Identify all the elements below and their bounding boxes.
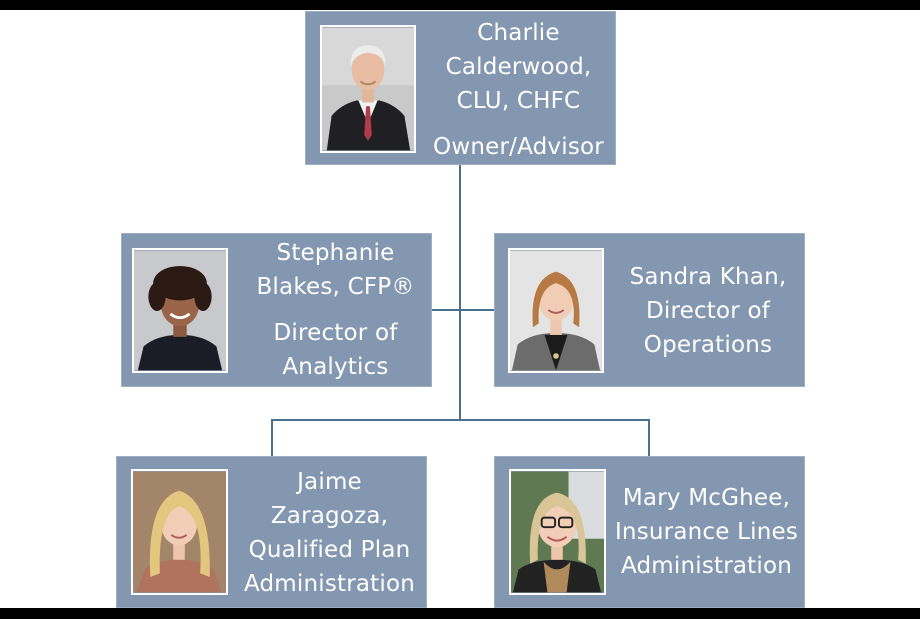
staff-left-text: Jaime Zaragoza, Qualified Plan Administr… xyxy=(231,465,428,601)
director-left-title-line-2: Analytics xyxy=(282,354,389,380)
staff-left-line-1: Jaime xyxy=(297,469,362,495)
director-right-text: Sandra Khan, Director of Operations xyxy=(613,260,803,362)
connector-staff-horizontal xyxy=(271,419,650,421)
owner-name-line-2: Calderwood, xyxy=(445,54,592,80)
owner-name-line-3: CLU, CHFC xyxy=(456,88,581,114)
owner-name-line-1: Charlie xyxy=(477,20,560,46)
director-right-photo xyxy=(508,248,604,373)
portrait-woman-gray-blonde-hair-glasses-icon xyxy=(511,471,604,593)
top-border-bar xyxy=(0,0,920,10)
owner-photo xyxy=(320,25,416,153)
staff-right-line-1: Mary McGhee, xyxy=(622,485,791,511)
connector-staff-left xyxy=(271,419,273,456)
staff-right-line-3: Administration xyxy=(620,553,793,579)
staff-left-line-2: Zaragoza, xyxy=(270,503,389,529)
staff-left-line-3: Qualified Plan xyxy=(248,537,411,563)
org-node-owner: Charlie Calderwood, CLU, CHFC Owner/Advi… xyxy=(305,11,616,165)
director-right-line-2: Director of xyxy=(645,298,771,324)
director-left-title-line-1: Director of xyxy=(273,320,398,346)
org-node-director-right: Sandra Khan, Director of Operations xyxy=(494,233,805,387)
director-left-name-line-2: Blakes, CFP® xyxy=(256,274,415,300)
owner-title: Owner/Advisor xyxy=(433,134,604,160)
portrait-woman-dark-curly-hair-icon xyxy=(134,250,226,371)
bottom-border-bar xyxy=(0,608,920,619)
director-left-text: Stephanie Blakes, CFP® Director of Analy… xyxy=(238,236,433,384)
staff-right-photo xyxy=(509,469,606,595)
owner-text: Charlie Calderwood, CLU, CHFC Owner/Advi… xyxy=(420,16,617,164)
org-node-staff-left: Jaime Zaragoza, Qualified Plan Administr… xyxy=(116,456,427,608)
staff-left-line-4: Administration xyxy=(243,571,416,597)
connector-trunk xyxy=(459,165,461,420)
connector-directors xyxy=(432,309,494,311)
staff-right-line-2: Insurance Lines xyxy=(614,519,799,545)
director-right-line-1: Sandra Khan, xyxy=(629,264,787,290)
director-right-line-3: Operations xyxy=(643,332,773,358)
director-left-name-line-1: Stephanie xyxy=(276,240,395,266)
connector-staff-right xyxy=(648,419,650,456)
portrait-woman-blonde-hair-icon xyxy=(133,471,226,593)
director-left-photo xyxy=(132,248,228,373)
staff-right-text: Mary McGhee, Insurance Lines Administrat… xyxy=(607,481,806,583)
org-node-staff-right: Mary McGhee, Insurance Lines Administrat… xyxy=(494,456,805,608)
org-node-director-left: Stephanie Blakes, CFP® Director of Analy… xyxy=(121,233,432,387)
portrait-man-gray-hair-suit-icon xyxy=(322,27,414,151)
staff-left-photo xyxy=(131,469,228,595)
portrait-woman-auburn-hair-houndstooth-icon xyxy=(510,250,602,371)
